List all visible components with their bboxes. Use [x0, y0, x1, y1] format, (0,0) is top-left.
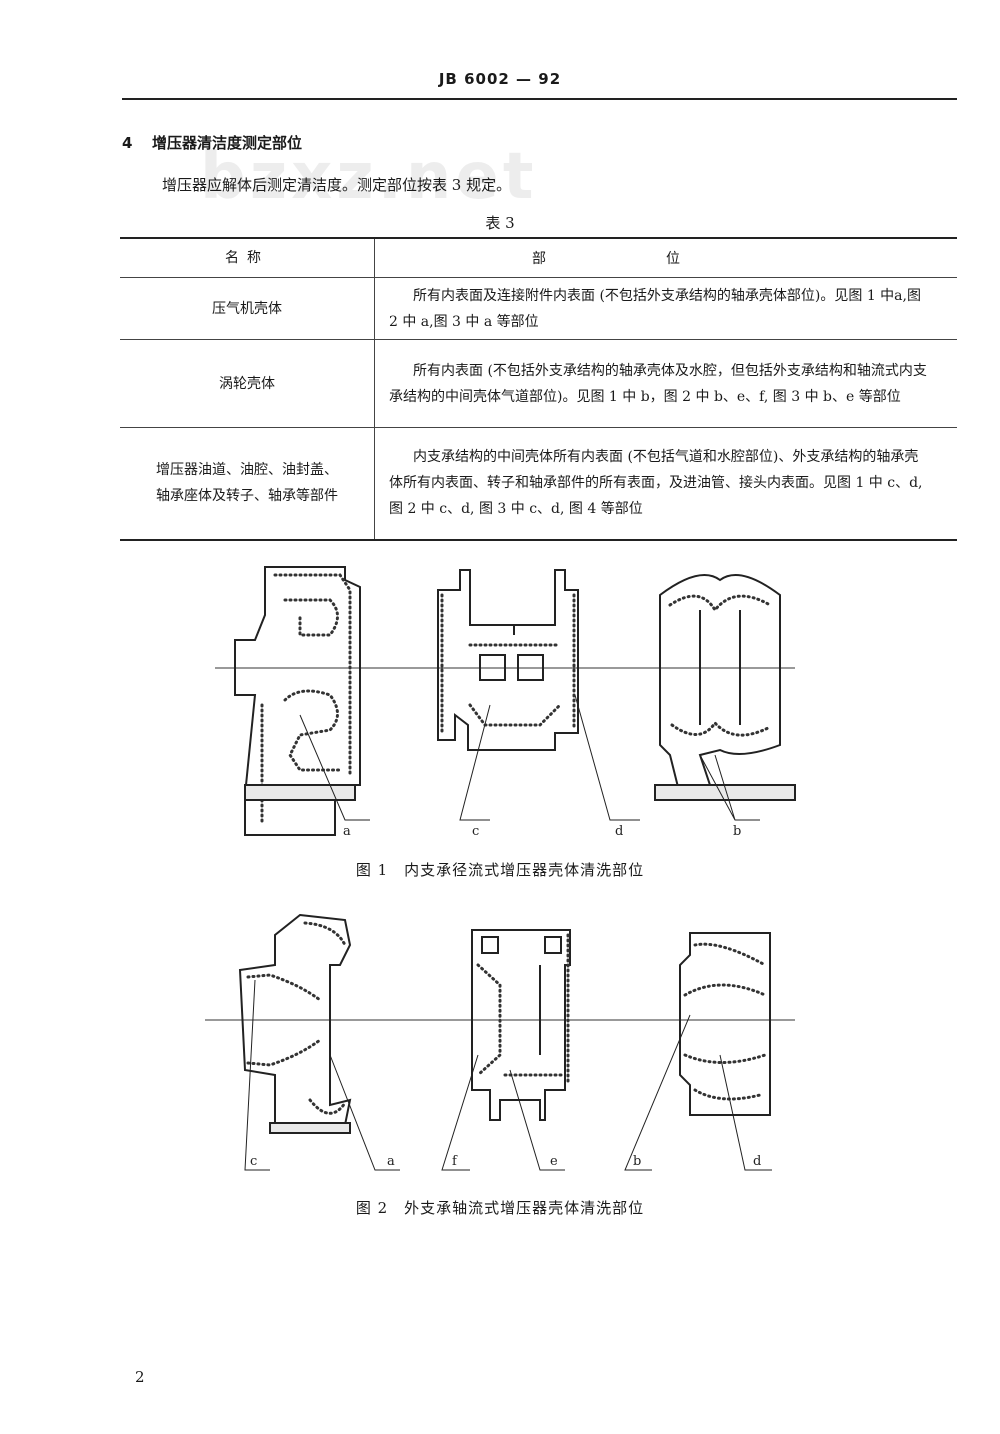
cleaning-positions-table: 名称 部位 压气机壳体 所有内表面及连接附件内表面 (不包括外支承结构的轴承壳体…	[120, 237, 957, 541]
table-row: 压气机壳体 所有内表面及连接附件内表面 (不包括外支承结构的轴承壳体部位)。见图…	[120, 277, 957, 340]
document-header: JB 6002 — 92	[438, 70, 562, 88]
turbine-housing-drawing	[654, 574, 796, 801]
figure-1-label-b: b	[733, 824, 741, 839]
row-name-line: 压气机壳体	[212, 300, 282, 317]
middle-housing-drawing	[437, 569, 579, 751]
section-heading: 4 增压器清洁度测定部位	[122, 132, 302, 153]
figure-2-label-e: e	[550, 1154, 558, 1169]
watermark: bzxz.net	[200, 140, 538, 214]
figure-1-drawing: a c d b	[215, 566, 796, 839]
compressor-housing-drawing	[234, 566, 361, 836]
figure-1-caption: 图 1 内支承径流式增压器壳体清洗部位	[355, 861, 645, 879]
row-name-line: 增压器油道、油腔、油封盖、	[156, 462, 338, 479]
row-name: 压气机壳体	[120, 277, 375, 340]
section-title: 增压器清洁度测定部位	[152, 134, 303, 152]
figure-1-label-a: a	[343, 824, 351, 839]
table-caption: 表 3	[485, 214, 515, 232]
row-name-line: 轴承座体及转子、轴承等部件	[156, 488, 338, 505]
page-number: 2	[135, 1368, 145, 1386]
figure-2-label-d: d	[753, 1154, 761, 1169]
table-row: 增压器油道、油腔、油封盖、 轴承座体及转子、轴承等部件 内支承结构的中间壳体所有…	[120, 427, 957, 541]
section-number: 4	[122, 134, 133, 152]
header-rule	[122, 98, 957, 100]
compressor-housing-drawing	[238, 913, 352, 1134]
figure-2-label-f: f	[452, 1154, 458, 1169]
section-paragraph: 增压器应解体后测定清洁度。测定部位按表 3 规定。	[162, 176, 512, 194]
figure-2-drawing: c a f e b d	[205, 913, 795, 1171]
header-name: 名称	[120, 237, 375, 278]
table-row: 涡轮壳体 所有内表面 (不包括外支承结构的轴承壳体及水腔，但包括外支承结构和轴流…	[120, 339, 957, 428]
figure-2-label-c: c	[250, 1154, 257, 1169]
figure-1-label-c: c	[472, 824, 479, 839]
row-name: 涡轮壳体	[120, 339, 375, 428]
turbine-housing-drawing	[679, 932, 771, 1116]
table-header-row: 名称 部位	[120, 237, 957, 278]
header-position: 部位	[374, 237, 957, 278]
row-position: 内支承结构的中间壳体所有内表面 (不包括气道和水腔部位)、外支承结构的轴承壳体所…	[374, 427, 957, 541]
figure-2-label-a: a	[387, 1154, 395, 1169]
figure-2-caption: 图 2 外支承轴流式增压器壳体清洗部位	[355, 1199, 645, 1217]
figure-1-label-d: d	[615, 824, 623, 839]
row-name-line: 涡轮壳体	[219, 375, 275, 392]
row-name: 增压器油道、油腔、油封盖、 轴承座体及转子、轴承等部件	[120, 427, 375, 541]
middle-housing-drawing	[471, 929, 571, 1121]
figure-2-label-b: b	[633, 1154, 641, 1169]
row-position: 所有内表面 (不包括外支承结构的轴承壳体及水腔，但包括外支承结构和轴流式内支承结…	[374, 339, 957, 428]
row-position: 所有内表面及连接附件内表面 (不包括外支承结构的轴承壳体部位)。见图 1 中a,…	[374, 277, 957, 340]
